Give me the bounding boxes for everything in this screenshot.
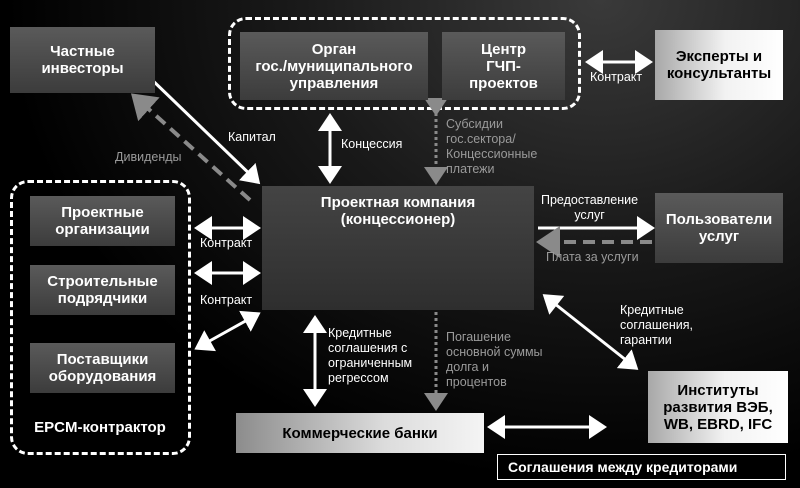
node-service-users: Пользователи услуг [655, 193, 783, 263]
label-concession: Концессия [341, 137, 403, 151]
government-group-frame [228, 17, 581, 110]
label-credit-guarantees: Кредитные соглашения, гарантии [620, 303, 693, 347]
node-project-company: Проектная компания (концессионер) [262, 186, 534, 310]
arrow-credit-guarantees [542, 294, 639, 370]
project-company-label: Проектная компания (концессионер) [320, 194, 476, 228]
label-service-fee: Плата за услуги [546, 250, 639, 264]
label-capital: Капитал [228, 130, 276, 144]
node-design-orgs: Проектные организации [30, 196, 175, 246]
node-private-investors: Частные инвесторы [10, 27, 155, 93]
node-contractors: Строительные подрядчики [30, 265, 175, 315]
node-gov-authority: Орган гос./муниципального управления [240, 32, 428, 100]
node-dev-institutions: Институты развития ВЭБ, WB, EBRD, IFC [648, 371, 788, 443]
label-credit-limited: Кредитные соглашения с ограниченным регр… [328, 326, 413, 385]
label-subsidies: Субсидии гос.сектора/ Концессионные плат… [446, 117, 538, 176]
label-contract-experts: Контракт [590, 70, 643, 84]
epcm-group-frame [10, 180, 191, 455]
legend-intercreditor: Соглашения между кредиторами [497, 454, 786, 480]
label-service-provision: Предоставление услуг [541, 193, 639, 222]
label-contract-2: Контракт [200, 293, 253, 307]
arrow-contract-suppliers [194, 310, 261, 352]
node-epcm: EPCM-контрактор [34, 418, 166, 436]
node-ppp-center: Центр ГЧП- проектов [442, 32, 565, 100]
arrow-dividends [131, 93, 252, 202]
label-dividends: Дивиденды [115, 150, 182, 164]
label-contract-1: Контракт [200, 236, 253, 250]
node-commercial-banks: Коммерческие банки [236, 413, 484, 453]
node-suppliers: Поставщики оборудования [30, 343, 175, 393]
arrow-capital [146, 74, 261, 185]
label-debt-repayment: Погашение основной суммы долга и процент… [446, 330, 543, 389]
node-experts: Эксперты и консультанты [655, 30, 783, 100]
